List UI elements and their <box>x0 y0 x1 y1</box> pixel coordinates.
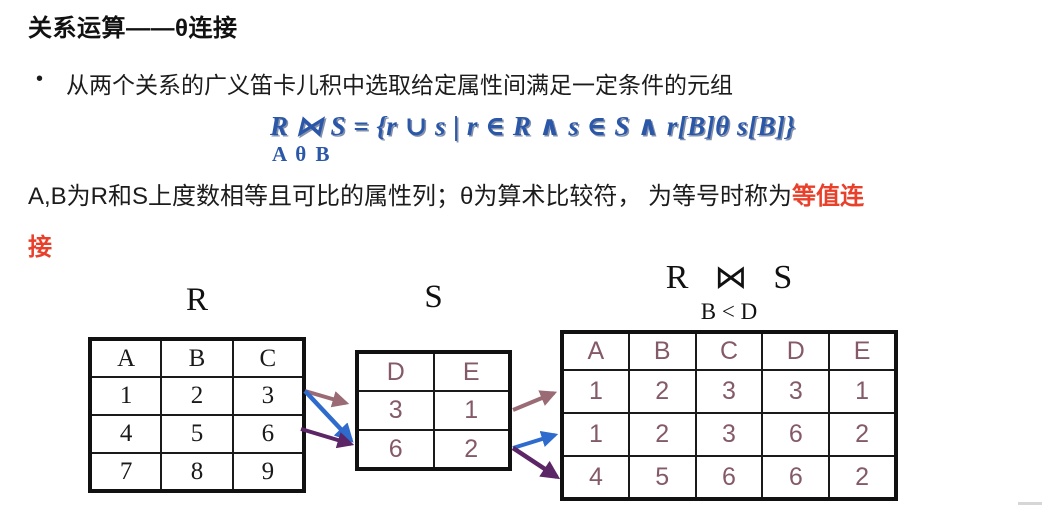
table-s-title: S <box>424 279 443 315</box>
bullet-item: • 从两个关系的广义笛卡儿积中选取给定属性间满足一定条件的元组 <box>36 66 733 100</box>
table-cell: 3 <box>694 369 764 414</box>
bullet-text: 从两个关系的广义笛卡儿积中选取给定属性间满足一定条件的元组 <box>66 72 733 98</box>
join-condition-label: B < D <box>700 299 758 324</box>
table-cell: 4 <box>88 414 163 454</box>
definition-text-line2: 接 <box>28 234 52 261</box>
table-cell: 9 <box>231 452 306 492</box>
table-header-cell: C <box>231 338 306 378</box>
result-title-r: R <box>665 259 689 296</box>
table-cell: 3 <box>231 376 306 416</box>
table-cell: 5 <box>160 414 234 454</box>
table-header-cell: A <box>88 338 163 378</box>
table-cell: 6 <box>356 429 435 470</box>
bowtie-join-icon: ⋈ <box>714 260 748 296</box>
table-cell: 7 <box>88 452 163 492</box>
table-header-cell: D <box>761 331 831 371</box>
table-header-cell: D <box>356 351 435 392</box>
bullet-icon: • <box>36 68 44 90</box>
table-cell: 1 <box>561 369 630 414</box>
table-cell: 2 <box>627 369 697 414</box>
table-header-cell: A <box>561 331 630 371</box>
table-header-cell: E <box>828 331 897 371</box>
table-cell: 1 <box>828 369 897 414</box>
table-header-cell: B <box>627 331 697 371</box>
arrow-s-row2-to-result-row3 <box>511 446 561 480</box>
table-cell: 3 <box>356 390 435 431</box>
table-cell: 5 <box>627 455 697 500</box>
join-condition-subscript: A θ B <box>272 142 332 166</box>
table-header-cell: C <box>694 331 764 371</box>
table-cell: 4 <box>561 455 630 500</box>
table-cell: 2 <box>432 429 511 470</box>
result-title-s: S <box>773 259 793 296</box>
equijoin-highlight: 等值连 <box>792 183 865 210</box>
table-r-title: R <box>185 282 208 318</box>
table-cell: 2 <box>160 376 234 416</box>
table-cell: 1 <box>432 390 511 431</box>
table-cell: 1 <box>88 376 163 416</box>
table-cell: 2 <box>828 455 897 500</box>
table-result-title: R ⋈ S <box>560 257 898 297</box>
table-cell: 3 <box>694 412 764 457</box>
definition-black-text: A,B为R和S上度数相等且可比的属性列；θ为算术比较符， 为等号时称为 <box>28 183 793 210</box>
definition-text-line1: A,B为R和S上度数相等且可比的属性列；θ为算术比较符， 为等号时称为等值连 <box>28 176 864 211</box>
table-cell: 2 <box>627 412 697 457</box>
table-cell: 1 <box>561 412 630 457</box>
table-header-cell: E <box>432 351 511 392</box>
theta-join-formula: R ⋈ S = {r ∪ s | r ∈ R ∧ s ∈ S ∧ r[B]θ s… <box>270 111 796 141</box>
page-title: 关系运算——θ连接 <box>28 15 238 42</box>
watermark-mark <box>1018 502 1042 505</box>
table-header-cell: B <box>160 338 234 378</box>
arrow-s-row1-to-result-row1 <box>512 390 558 412</box>
table-cell: 6 <box>761 455 831 500</box>
table-cell: 6 <box>694 455 764 500</box>
table-cell: 6 <box>231 414 306 454</box>
table-cell: 2 <box>828 412 897 457</box>
arrow-s-row2-to-result-row2 <box>512 430 559 450</box>
table-cell: 8 <box>160 452 234 492</box>
arrow-r-row1-to-s-row1 <box>304 389 350 408</box>
table-cell: 3 <box>761 369 831 414</box>
arrow-r-row2-to-s-row2 <box>300 427 355 449</box>
arrow-r-row1-to-s-row2 <box>303 389 354 443</box>
table-cell: 6 <box>761 412 831 457</box>
